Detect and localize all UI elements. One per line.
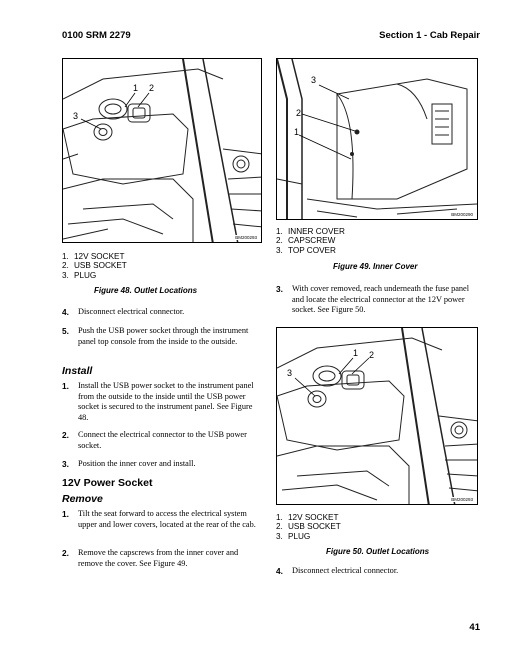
fig50-callout-3: 3 [287, 368, 292, 378]
legend-item: 1.INNER COVER [276, 227, 345, 236]
legend-item: 3.PLUG [276, 531, 311, 541]
legend-item: 3.TOP COVER [276, 245, 336, 255]
figure-50-code: BM200293 [450, 497, 474, 502]
fig49-callout-2: 2 [296, 108, 301, 118]
fig48-callout-2: 2 [149, 83, 154, 93]
page-number: 41 [469, 622, 480, 633]
step-3: 3.With cover removed, reach underneath t… [276, 284, 470, 315]
fig48-callout-3: 3 [73, 111, 78, 121]
fig50-callout-1: 1 [353, 348, 358, 358]
install-step-3: 3.Position the inner cover and install. [62, 459, 196, 469]
power-socket-heading: 12V Power Socket [62, 477, 153, 489]
step-4-right: 4.Disconnect electrical connector. [276, 566, 399, 576]
figure-48-legend: 1.12V SOCKET 2.USB SOCKET 3.PLUG [62, 252, 127, 280]
fig50-callout-2: 2 [369, 350, 374, 360]
figure-49-code: BM200290 [450, 212, 474, 217]
figure-48-caption: Figure 48. Outlet Locations [94, 286, 198, 295]
figure-50-legend: 1.12V SOCKET 2.USB SOCKET 3.PLUG [276, 513, 341, 541]
figure-48-code: BM200293 [234, 235, 258, 240]
figure-49-image: 1 2 3 BM200290 [276, 58, 478, 220]
remove-step-1: 1.Tilt the seat forward to access the el… [62, 509, 256, 529]
legend-item: 1.12V SOCKET [62, 252, 125, 261]
install-heading: Install [62, 365, 93, 377]
install-step-2: 2.Connect the electrical connector to th… [62, 430, 247, 450]
legend-item: 2.USB SOCKET [276, 522, 341, 532]
install-step-1: 1.Install the USB power socket to the in… [62, 381, 254, 422]
step-5: 5.Push the USB power socket through the … [62, 326, 249, 346]
legend-item: 1.12V SOCKET [276, 513, 339, 522]
figure-49-legend: 1.INNER COVER 2.CAPSCREW 3.TOP COVER [276, 227, 345, 255]
legend-item: 2.CAPSCREW [276, 236, 336, 246]
remove-step-2: 2.Remove the capscrews from the inner co… [62, 548, 239, 568]
figure-48-image: 1 2 3 BM200293 [62, 58, 262, 243]
figure-50-caption: Figure 50. Outlet Locations [326, 547, 430, 556]
step-4: 4.Disconnect electrical connector. [62, 307, 185, 317]
section-title: Section 1 - Cab Repair [379, 30, 480, 41]
fig49-callout-1: 1 [294, 127, 299, 137]
legend-item: 2.USB SOCKET [62, 261, 127, 271]
fig49-callout-3: 3 [311, 75, 316, 85]
document-id: 0100 SRM 2279 [62, 30, 131, 41]
remove-heading: Remove [62, 493, 103, 505]
fig48-callout-1: 1 [133, 83, 138, 93]
figure-49-caption: Figure 49. Inner Cover [333, 262, 418, 271]
figure-50-image: 1 2 3 BM200293 [276, 327, 478, 505]
legend-item: 3.PLUG [62, 270, 97, 280]
